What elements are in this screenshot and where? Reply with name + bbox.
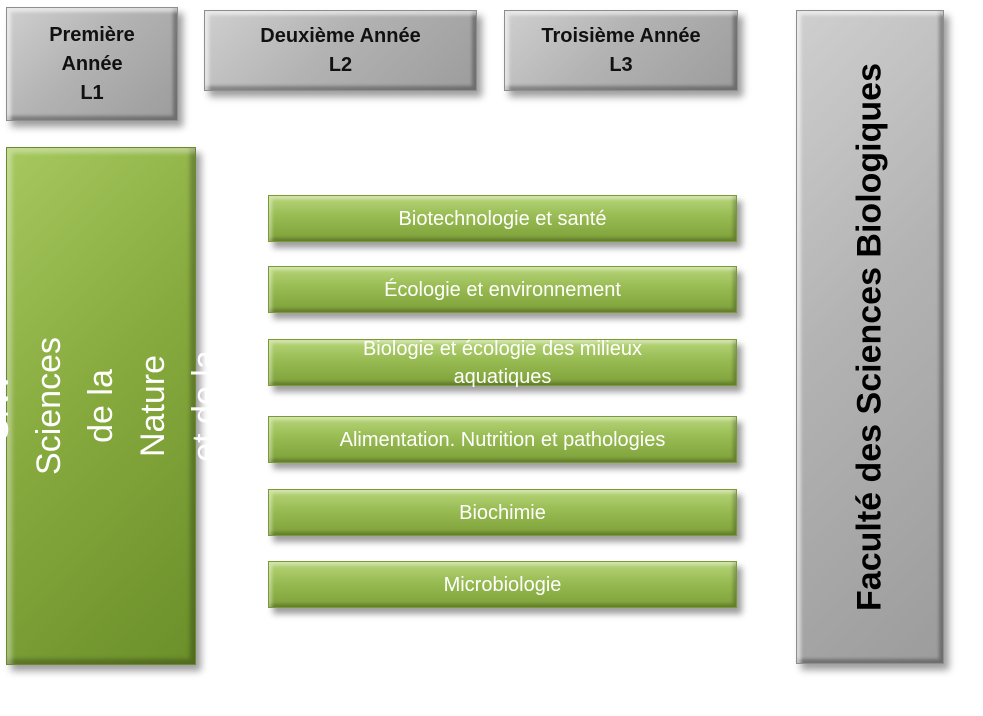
- year-label-l2: Deuxième Année L2: [260, 24, 421, 76]
- specialty-bar: Biotechnologie et santé: [268, 195, 737, 242]
- year-label-l1: Première Année L1: [49, 23, 135, 104]
- specialty-label: Biotechnologie et santé: [398, 207, 607, 230]
- year-box-l3: Troisième Année L3: [504, 10, 738, 91]
- faculty-box: Faculté des Sciences Biologiques: [796, 10, 944, 664]
- year-label-l3: Troisième Année L3: [541, 24, 701, 76]
- specialty-bar: Microbiologie: [268, 561, 737, 608]
- domain-box: Domaine SNV Sciences de la Nature et de …: [0, 147, 276, 665]
- year-box-l1: Première Année L1: [6, 7, 178, 121]
- year-box-l2: Deuxième Année L2: [204, 10, 477, 91]
- specialty-bar: Biochimie: [268, 489, 737, 536]
- specialty-label: Biochimie: [459, 501, 546, 524]
- specialty-label: Alimentation. Nutrition et pathologies: [339, 428, 666, 451]
- specialty-bar: Alimentation. Nutrition et pathologies: [268, 416, 737, 463]
- specialty-label: Écologie et environnement: [384, 278, 621, 301]
- specialty-label: Biologie et écologie des milieux aquatiq…: [362, 337, 643, 388]
- specialty-label: Microbiologie: [443, 573, 562, 596]
- faculty-label: Faculté des Sciences Biologiques: [850, 63, 889, 611]
- specialty-bar: Écologie et environnement: [268, 266, 737, 313]
- domain-label: Domaine SNV Sciences de la Nature et de …: [0, 337, 276, 475]
- specialty-bar: Biologie et écologie des milieux aquatiq…: [268, 338, 737, 388]
